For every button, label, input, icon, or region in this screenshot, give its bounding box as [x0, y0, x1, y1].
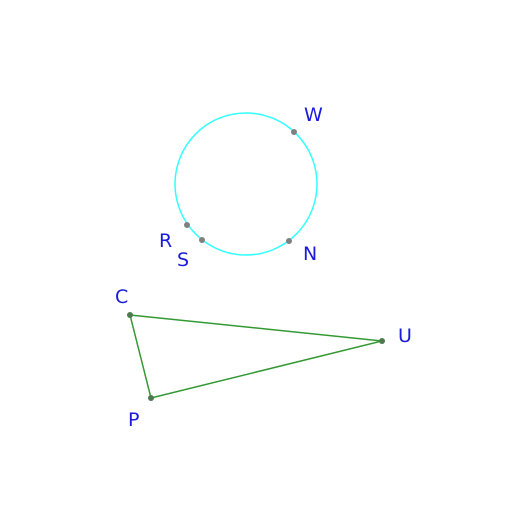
label-n: N [303, 243, 317, 265]
circle [174, 112, 318, 256]
label-s: S [177, 249, 189, 271]
label-c: C [115, 286, 128, 308]
point-r [184, 222, 190, 228]
point-s [199, 237, 205, 243]
point-u [379, 338, 385, 344]
point-n [286, 238, 292, 244]
label-p: P [128, 409, 139, 431]
label-r: R [159, 230, 172, 252]
point-w [291, 129, 297, 135]
segment-cu [129, 314, 383, 342]
label-u: U [398, 325, 412, 347]
point-p [148, 395, 154, 401]
point-c [127, 312, 133, 318]
label-w: W [304, 104, 323, 126]
segment-pc [129, 314, 152, 399]
segment-up [150, 340, 383, 399]
